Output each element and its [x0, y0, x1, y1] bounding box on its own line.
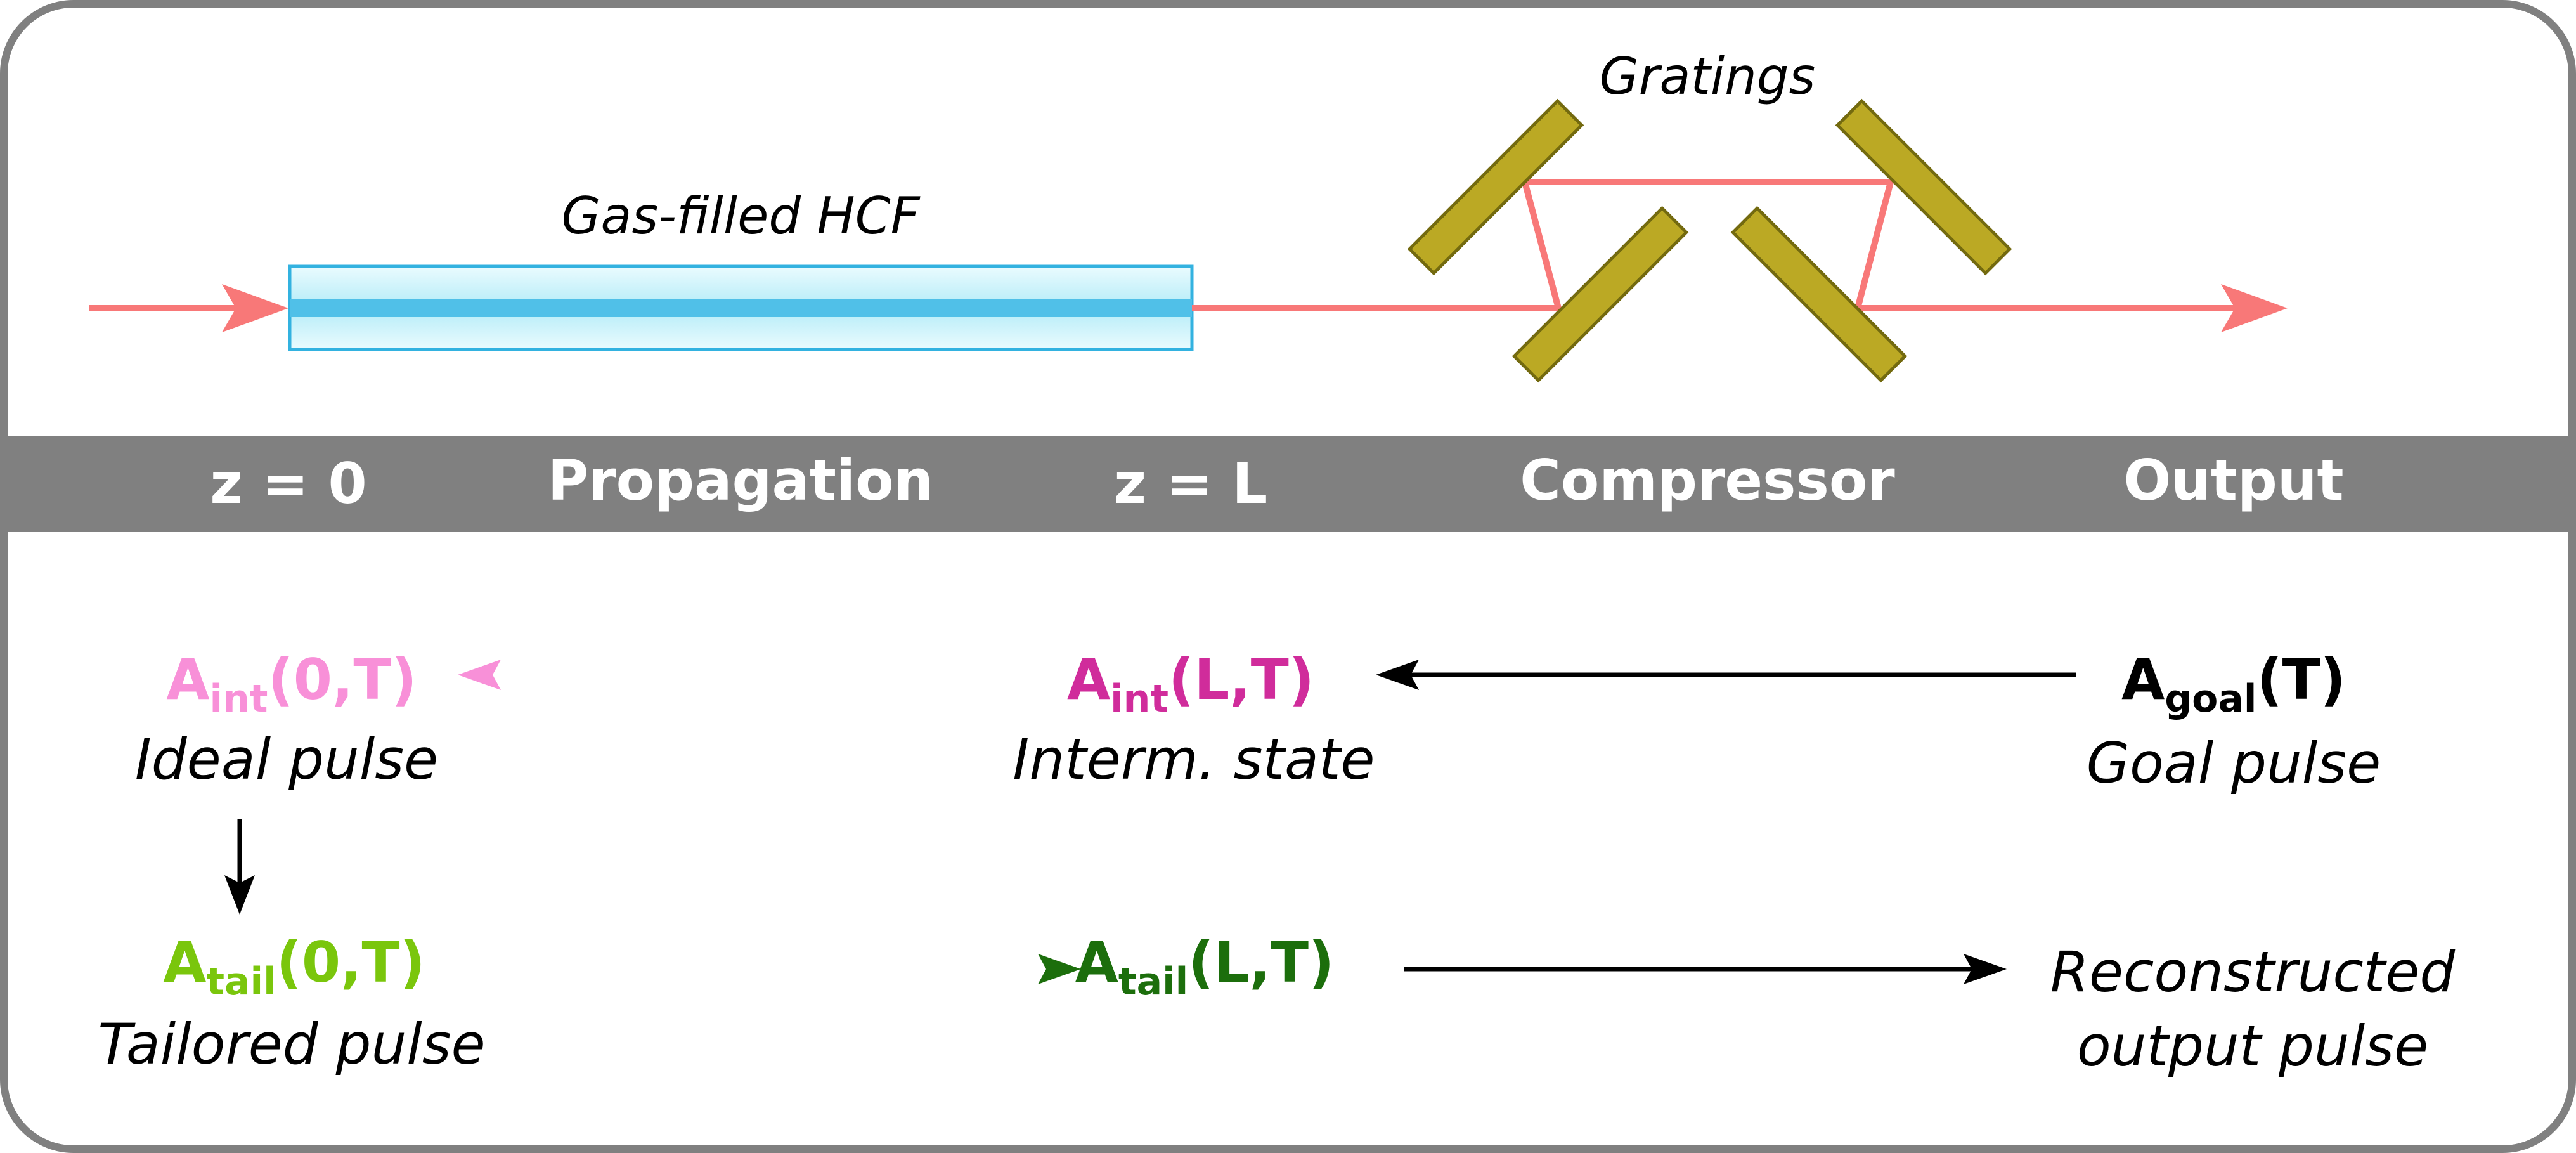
- stage-label-zL: z = L: [1114, 451, 1267, 516]
- node-a-int-0: Aint(0,T): [166, 647, 417, 721]
- arrow-tail-0-to-tail-L: [462, 954, 1081, 984]
- node-a-tail-L: Atail(L,T): [1075, 930, 1334, 1004]
- fiber-label: Gas-filled HCF: [561, 186, 920, 245]
- caption-reconstructed-2: output pulse: [2077, 1013, 2428, 1079]
- hollow-core-fiber: [288, 264, 1194, 351]
- caption-tailored-pulse: Tailored pulse: [98, 1012, 485, 1077]
- caption-ideal-pulse: Ideal pulse: [135, 727, 438, 792]
- gratings-label: Gratings: [1600, 47, 1816, 106]
- arrow-tail-L-to-output: [1404, 954, 2007, 984]
- node-a-int-L: Aint(L,T): [1067, 647, 1314, 721]
- caption-goal-pulse: Goal pulse: [2087, 731, 2381, 796]
- stage-label-propagation: Propagation: [548, 448, 933, 513]
- arrow-int-L-to-int-0: [458, 660, 1040, 690]
- input-beam: [89, 284, 288, 332]
- stage-band: [0, 436, 2576, 532]
- output-beam-arrowhead: [2221, 284, 2288, 332]
- arrow-goal-to-int-L: [1376, 660, 2076, 690]
- node-a-goal: Agoal(T): [2121, 647, 2346, 721]
- stage-label-output: Output: [2123, 448, 2343, 513]
- grating-1: [1407, 98, 1584, 276]
- compressor-beam-path: [1192, 179, 2244, 311]
- grating-3: [1730, 205, 1908, 383]
- grating-4: [1835, 98, 2012, 276]
- caption-interm-state: Interm. state: [1013, 727, 1375, 792]
- node-a-tail-0: Atail(0,T): [163, 930, 425, 1004]
- stage-label-z0: z = 0: [210, 451, 366, 516]
- caption-reconstructed-1: Reconstructed: [2050, 939, 2456, 1005]
- stage-labels: z = 0 Propagation z = L Compressor Outpu…: [210, 448, 2343, 516]
- arrow-ideal-to-tailored: [224, 819, 255, 915]
- grating-2: [1511, 205, 1689, 383]
- stage-label-compressor: Compressor: [1520, 448, 1895, 513]
